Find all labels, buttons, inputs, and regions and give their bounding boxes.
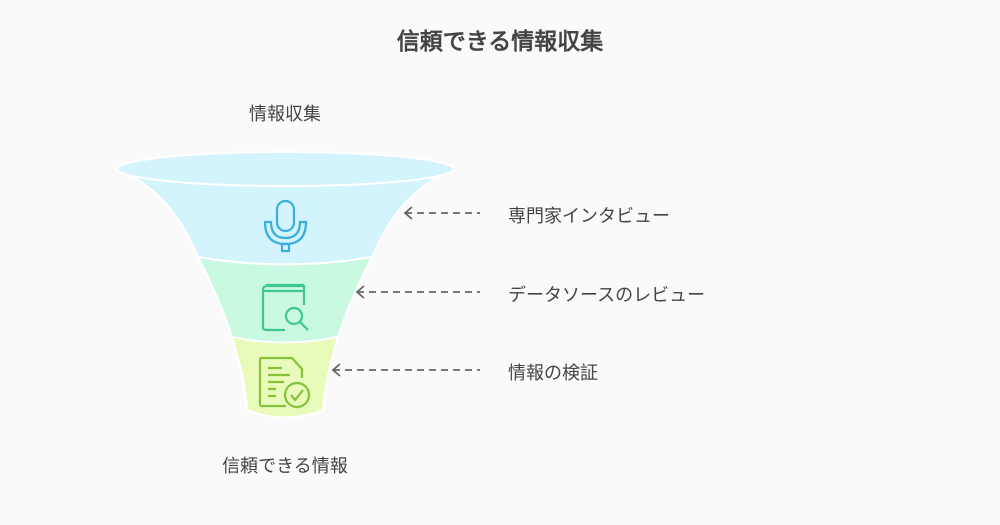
document-check-icon	[258, 356, 311, 409]
stage-label-verification: 情報の検証	[508, 363, 598, 384]
funnel-rim	[116, 151, 455, 187]
arrow-stage-2	[355, 285, 480, 299]
stage-label-data-source-review: データソースのレビュー	[508, 285, 706, 306]
funnel-bottom-label: 信頼できる情報	[222, 456, 348, 477]
funnel-stage-3	[230, 335, 340, 419]
book-search-icon	[261, 283, 309, 332]
diagram-title: 信頼できる情報収集	[396, 29, 604, 55]
funnel-top-label: 情報収集	[249, 104, 321, 125]
arrow-stage-1	[403, 206, 480, 220]
funnel-stage-2	[196, 255, 374, 344]
microphone-icon	[263, 199, 308, 253]
stage-label-expert-interview: 専門家インタビュー	[508, 206, 670, 227]
arrow-stage-3	[331, 363, 480, 377]
